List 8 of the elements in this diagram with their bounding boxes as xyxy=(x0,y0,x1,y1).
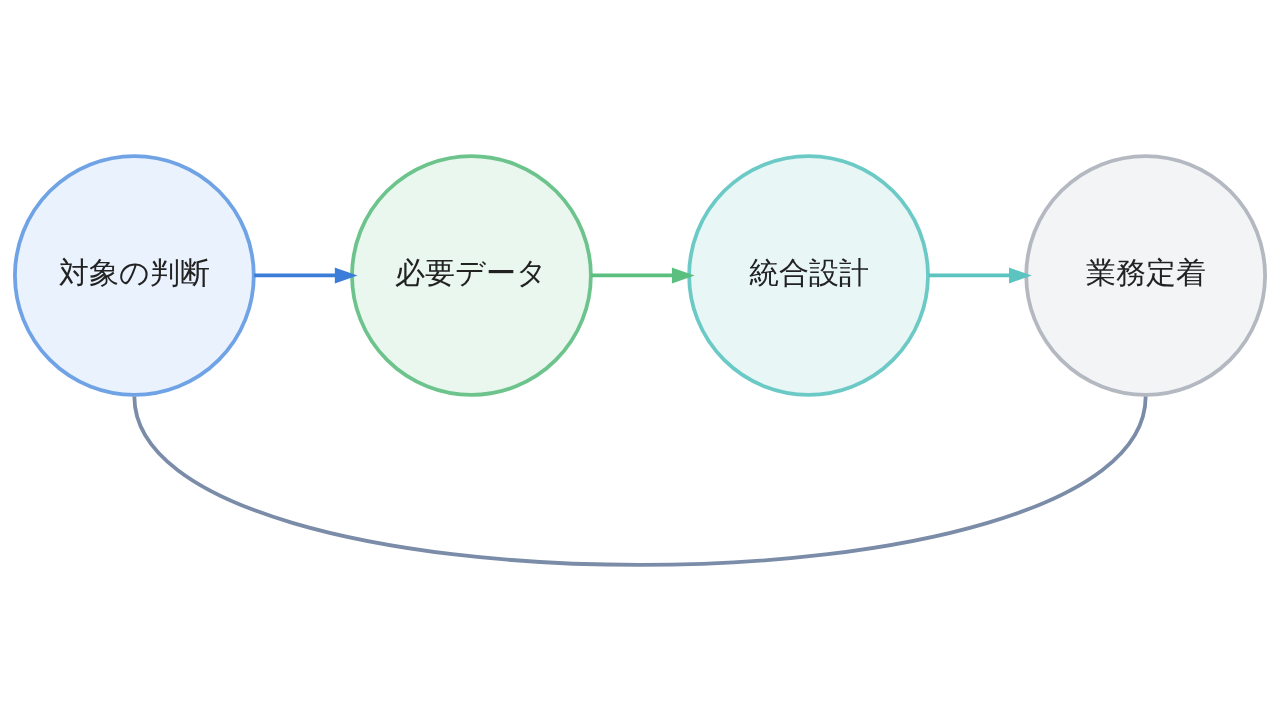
node-circle: 対象の判断 xyxy=(13,153,256,397)
node-circle: 業務定着 xyxy=(1024,153,1267,397)
node-circle: 統合設計 xyxy=(687,153,930,397)
node-circle: 必要データ xyxy=(350,153,593,397)
connector xyxy=(132,395,1148,567)
arrow xyxy=(254,267,358,283)
arrow xyxy=(591,267,695,283)
arrow xyxy=(928,267,1032,283)
